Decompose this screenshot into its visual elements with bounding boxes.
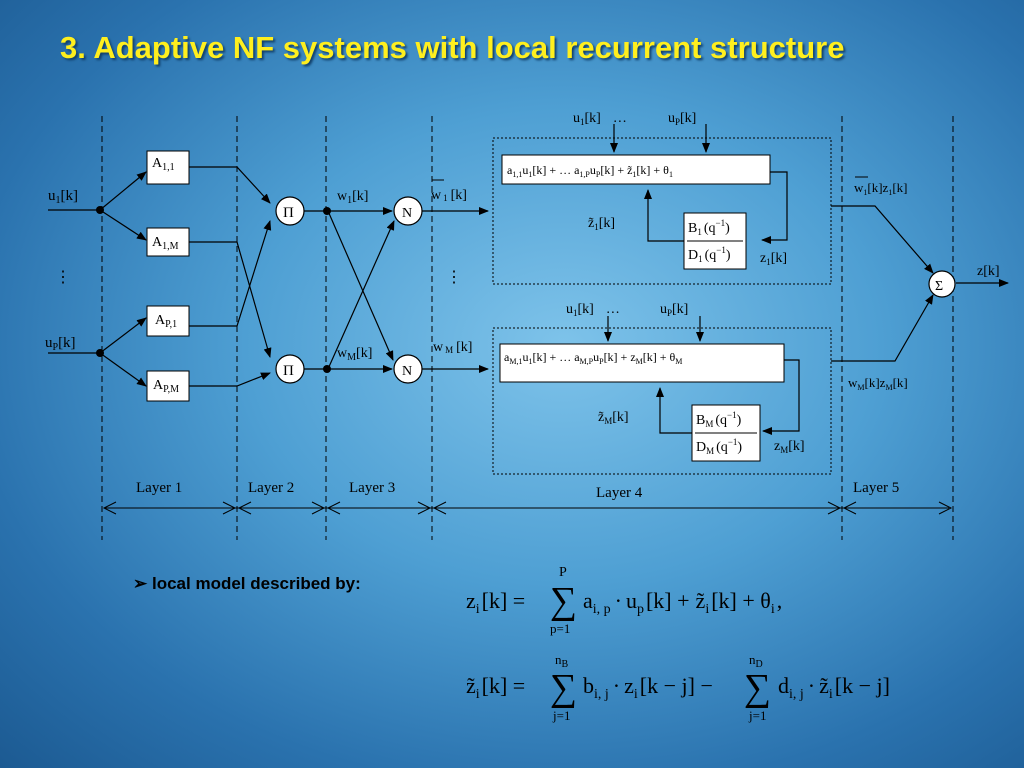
eq2-sum2-top: nD — [749, 652, 763, 670]
eq1-lhs: zi[k] = — [466, 588, 525, 617]
layer-span-arrows — [102, 501, 953, 515]
layer-3-label: Layer 3 — [349, 480, 395, 496]
eq2-middle: bi, j·zi[k − j] − — [583, 673, 713, 702]
layer3-node-1 — [323, 207, 331, 215]
rulem-equation-box — [499, 343, 785, 383]
layer-5-label: Layer 5 — [853, 480, 899, 496]
eq2-sum1-top: nB — [555, 652, 569, 670]
wm-label: wM[k] — [337, 346, 372, 363]
filter1-numerator: B1(q−1) — [688, 218, 730, 237]
eq2-sum1-bottom: j=1 — [552, 708, 570, 723]
input-vdots: ⋮ — [55, 269, 71, 286]
filter1-denominator: D1(q−1) — [688, 245, 731, 264]
filterm-denominator: DM(q−1) — [696, 437, 742, 456]
product-symbol-1: Π — [283, 205, 294, 221]
layer4-vdots: ⋮ — [446, 269, 462, 286]
z1-label: z1[k] — [760, 251, 787, 267]
layer-4-label: Layer 4 — [596, 485, 643, 501]
apm-label: AP,M — [153, 378, 179, 395]
equation-1: zi[k] = P ∑ p=1 ai, p·up[k] +z̃i[k] + θi… — [466, 565, 782, 636]
input-u1-label: u1[k] — [48, 188, 78, 206]
eq1-rhs: ai, p·up[k] +z̃i[k] + θi, — [583, 588, 782, 617]
input-up-node — [96, 349, 104, 357]
slide-title: 3. Adaptive NF systems with local recurr… — [60, 30, 845, 65]
eq2-sum2-bottom: j=1 — [748, 708, 766, 723]
eq1-sum-sign: ∑ — [550, 580, 577, 622]
wmzm-label: wM[k]zM[k] — [848, 375, 908, 392]
norm-symbol-m: N — [402, 364, 412, 379]
norm-symbol-1: N — [402, 206, 412, 221]
w1z1-label: w1[k]z1[k] — [854, 180, 908, 197]
bullet-text: local model described by: — [151, 574, 361, 593]
equation-2: z̃i[k] = nB ∑ j=1 bi, j·zi[k − j] − nD ∑… — [466, 652, 890, 723]
sum-node — [928, 270, 956, 298]
a1m-label: A1,M — [152, 235, 179, 252]
input-up-label: uP[k] — [45, 335, 76, 353]
z1-tilde-label: z̃1[k] — [588, 216, 615, 232]
rule1-u1-input: u1[k]… — [573, 111, 627, 127]
layer3-node-m — [323, 365, 331, 373]
rule1-equation-box — [501, 154, 771, 185]
bullet-local-model: ➢ local model described by: — [133, 574, 361, 594]
layer-separators — [101, 116, 954, 540]
filterm-numerator: BM(q−1) — [696, 410, 742, 429]
product-symbol-m: Π — [283, 363, 294, 379]
rulem-u1-input: u1[k]… — [566, 302, 620, 318]
output-label: z[k] — [977, 264, 1000, 279]
rulem-up-input: uP[k] — [660, 302, 688, 318]
rule-block-1 — [492, 137, 832, 285]
layer-1-label: Layer 1 — [136, 480, 182, 496]
eq2-sum1-sign: ∑ — [550, 667, 577, 709]
membership-box-ap1 — [146, 305, 190, 337]
rulem-equation: aM,1u1[k] + … aM,PuP[k] + zM[k] + θM — [504, 350, 682, 366]
eq2-tail: di, j·z̃i[k − j] — [778, 673, 890, 702]
layer-2-label: Layer 2 — [248, 480, 294, 496]
ap1-label: AP,1 — [155, 313, 177, 330]
rule1-up-input: uP[k] — [668, 111, 696, 127]
eq2-sum2-sign: ∑ — [744, 667, 771, 709]
rule1-equation: a1,1u1[k] + … a1,PuP[k] + z̃1[k] + θ1 — [507, 163, 673, 179]
eq2-lhs: z̃i[k] = — [466, 673, 525, 702]
input-u1-node — [96, 206, 104, 214]
eq1-sum-bottom: p=1 — [550, 621, 570, 636]
rule-block-m — [492, 327, 832, 475]
zm-tilde-label: z̃M[k] — [598, 410, 629, 426]
sum-symbol: Σ — [935, 279, 943, 294]
eq1-sum-top: P — [559, 565, 567, 580]
w1-label: w1[k] — [337, 189, 368, 206]
bullet-marker: ➢ — [133, 574, 148, 593]
zm-label: zM[k] — [774, 439, 805, 455]
a11-label: A1,1 — [152, 156, 175, 173]
